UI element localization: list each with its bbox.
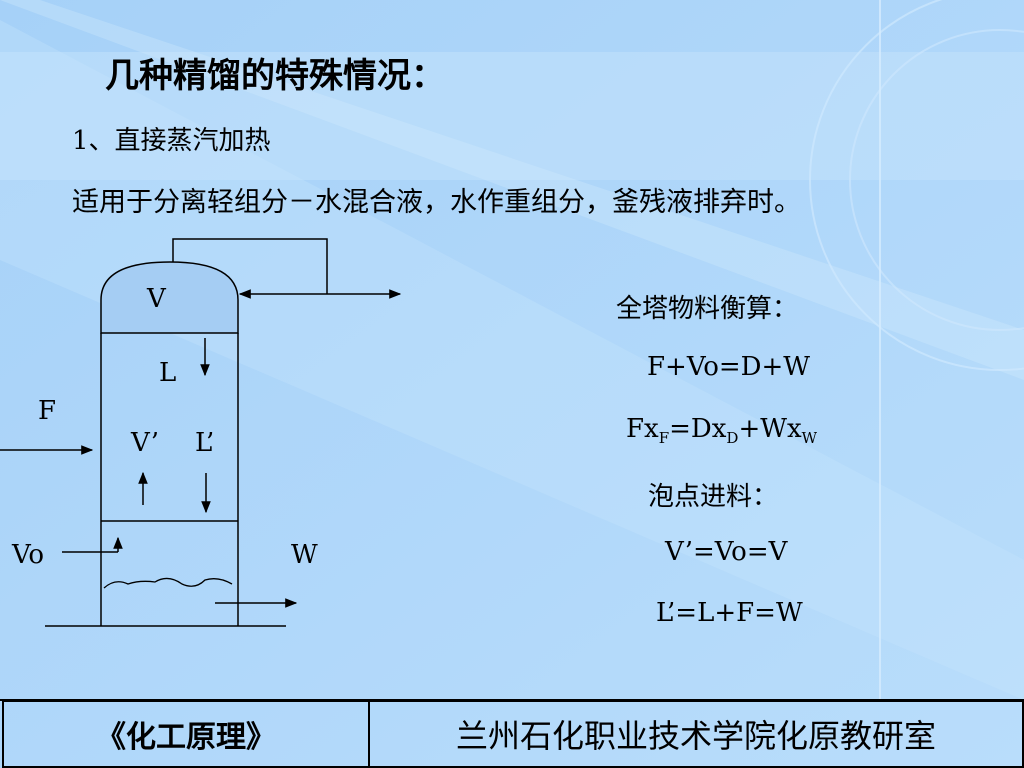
label-L-prime: L’ [195,428,215,458]
course-name: 《化工原理》 [2,700,370,768]
liquid-level [103,577,233,589]
equation-overall: F+Vo=D+W [647,352,811,382]
column-dome [100,261,239,334]
department-name: 兰州石化职业技术学院化原教研室 [368,700,1024,768]
equation-vapor: V’=Vo=V [665,537,788,567]
balance-heading: 全塔物料衡算： [616,294,799,324]
overhead-vapor-line [172,238,328,294]
label-W: W [291,540,318,570]
equation-liquid: L’=L+F=W [656,598,803,628]
description-text: 适用于分离轻组分－水混合液，水作重组分，釜残液排弃时。 [72,187,801,218]
label-L: L [159,358,177,388]
feed-heading: 泡点进料： [648,482,779,512]
label-Vo: Vo [12,540,45,570]
section-heading: 1、直接蒸汽加热 [72,126,271,156]
label-V-prime: V’ [131,428,159,458]
equation-component: FxF=DxD+WxW [626,414,818,448]
footer-bar: 《化工原理》 兰州石化职业技术学院化原教研室 [0,698,1024,768]
slide-title: 几种精馏的特殊情况： [105,56,445,96]
label-V: V [147,284,166,314]
label-F: F [38,396,57,426]
